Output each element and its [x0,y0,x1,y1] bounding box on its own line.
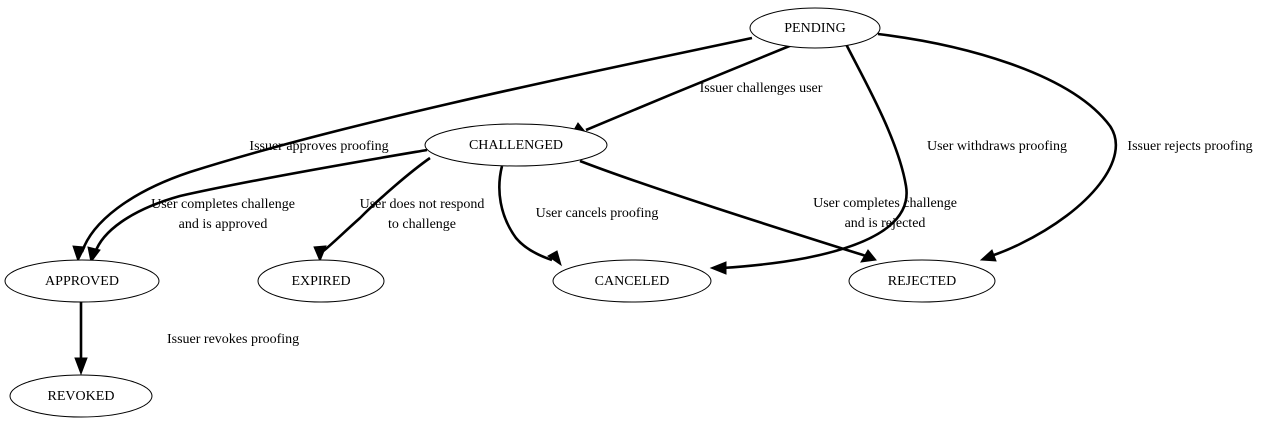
edge-label-issuer-rejects-proofing: Issuer rejects proofing [1127,139,1252,154]
edge-path-pending-canceled [721,43,908,270]
node-expired-label: EXPIRED [291,274,350,289]
node-canceled[interactable]: CANCELED [552,259,712,303]
node-challenged-label: CHALLENGED [469,138,563,153]
arrowhead-pending-rejected [979,249,997,262]
edge-label-user-does-not-respond-line2: to challenge [388,217,456,232]
node-approved-label: APPROVED [45,274,119,289]
arrowhead-challenged-expired [313,245,327,263]
node-canceled-ellipse[interactable] [552,259,712,303]
node-challenged[interactable]: CHALLENGED [424,123,608,167]
edge-label-user-withdraws-proofing: User withdraws proofing [927,139,1067,154]
node-revoked[interactable]: REVOKED [9,374,153,418]
edge-path-challenged-expired [321,156,431,254]
node-expired-ellipse[interactable] [257,259,385,303]
node-canceled-label: CANCELED [595,274,670,289]
edge-challenged-to-rejected [579,159,877,263]
edge-challenged-to-canceled [498,165,562,267]
edge-label-user-completes-approved-line1: User completes challenge [151,197,295,212]
arrowhead-challenged-approved [87,246,101,264]
edge-pending-to-rejected [877,32,1117,262]
node-rejected[interactable]: REJECTED [848,259,996,303]
arrowhead-approved-revoked [74,357,88,376]
node-pending-ellipse[interactable] [749,7,881,49]
edge-path-challenged-approved [93,148,428,254]
edge-label-issuer-revokes-proofing: Issuer revokes proofing [167,332,299,347]
edge-label-user-completes-rejected-line1: User completes challenge [813,196,957,211]
node-expired[interactable]: EXPIRED [257,259,385,303]
edge-label-user-completes-rejected-line2: and is rejected [845,216,926,231]
edge-approved-to-revoked [74,302,88,376]
edge-path-pending-approved [80,36,753,253]
arrowhead-challenged-rejected [860,249,877,263]
node-revoked-label: REVOKED [48,389,115,404]
edge-label-user-completes-approved-line2: and is approved [179,217,268,232]
arrowhead-pending-canceled [709,261,727,275]
edge-label-user-does-not-respond-line1: User does not respond [360,197,485,212]
node-rejected-ellipse[interactable] [848,259,996,303]
edge-path-pending-challenged [585,43,793,132]
edge-label-user-cancels-proofing: User cancels proofing [536,206,659,221]
edge-path-challenged-rejected [579,159,867,258]
node-approved-ellipse[interactable] [4,259,160,303]
node-rejected-label: REJECTED [888,274,956,289]
node-challenged-ellipse[interactable] [424,123,608,167]
edge-label-issuer-approves-proofing: Issuer approves proofing [249,139,388,154]
node-pending-label: PENDING [784,21,845,36]
edge-path-challenged-canceled [498,165,553,262]
edge-label-issuer-challenges-user: Issuer challenges user [700,81,823,96]
edge-challenged-to-approved [87,148,428,264]
node-revoked-ellipse[interactable] [9,374,153,418]
arrowhead-challenged-canceled [547,250,562,267]
edge-pending-to-canceled [709,43,908,275]
arrowhead-pending-approved [72,245,86,263]
edge-pending-to-approved [72,36,753,263]
node-pending[interactable]: PENDING [749,7,881,49]
edge-challenged-to-expired [313,156,431,263]
node-approved[interactable]: APPROVED [4,259,160,303]
edge-path-pending-rejected [877,32,1117,258]
